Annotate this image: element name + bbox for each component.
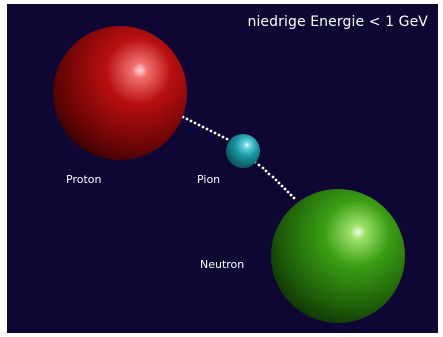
energy-title: niedrige Energie < 1 GeV bbox=[247, 14, 428, 30]
proton-sphere bbox=[53, 26, 187, 160]
neutron-sphere bbox=[271, 189, 405, 323]
proton-label: Proton bbox=[66, 173, 102, 186]
diagram-scene: niedrige Energie < 1 GeV Proton Pion Neu… bbox=[7, 4, 438, 333]
neutron-label: Neutron bbox=[200, 258, 245, 271]
diagram-canvas bbox=[53, 26, 405, 323]
pion-sphere bbox=[226, 134, 260, 168]
pion-label: Pion bbox=[197, 173, 221, 186]
bond-pion-neutron bbox=[253, 160, 296, 200]
bond-proton-pion bbox=[181, 115, 229, 141]
